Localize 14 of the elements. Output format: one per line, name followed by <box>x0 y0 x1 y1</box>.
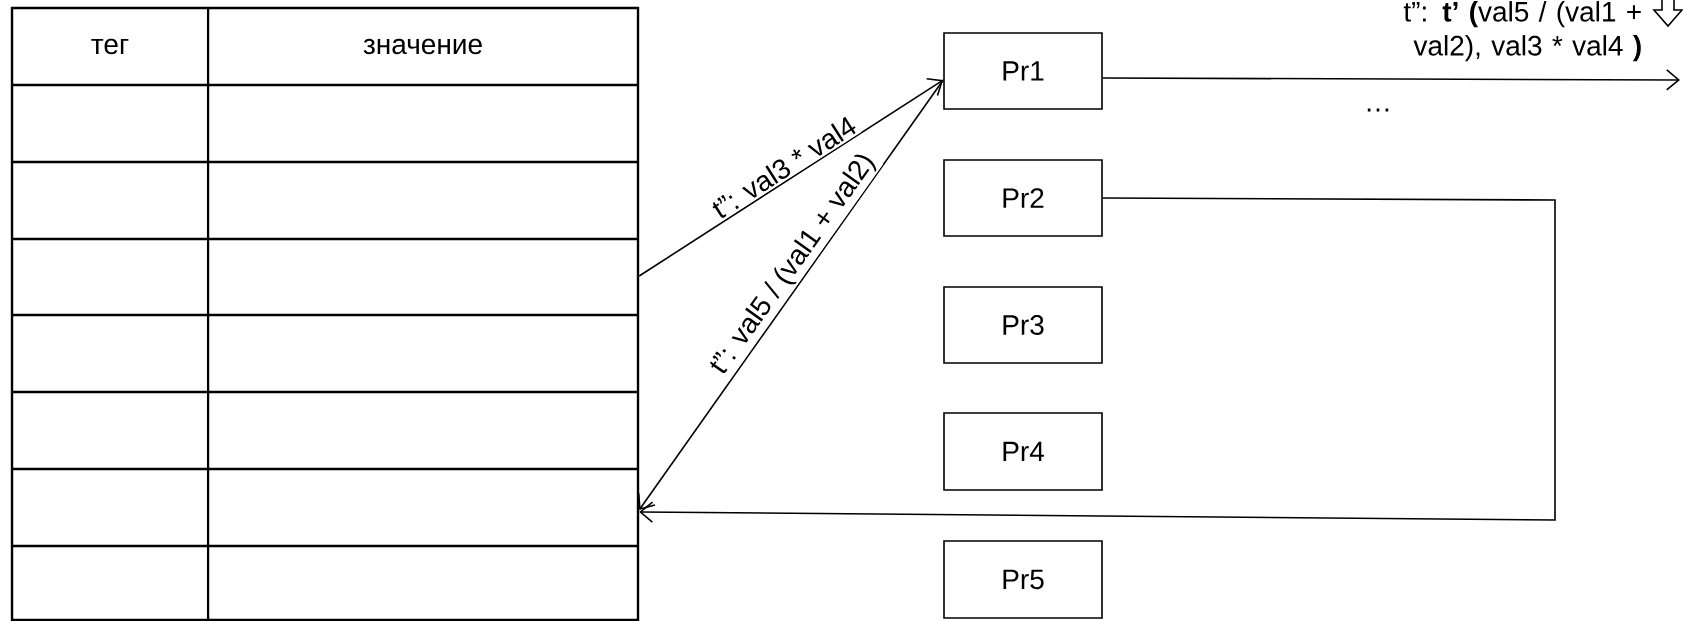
edge-label: t”: t’ (val5 / (val1 + val2), val3 * val4 ) <box>1403 1 1641 62</box>
process-box: Pr1 <box>943 32 1103 110</box>
ellipsis: … <box>1367 108 1389 112</box>
column-header: значение <box>363 38 482 55</box>
arrow <box>639 197 1556 523</box>
data-table <box>10 6 640 621</box>
process-box: Pr5 <box>943 540 1103 619</box>
arrow <box>1102 69 1680 91</box>
arrow <box>638 77 944 277</box>
process-box: Pr2 <box>943 159 1103 237</box>
column-header: тег <box>91 38 129 55</box>
process-box: Pr3 <box>943 286 1103 364</box>
process-box: Pr4 <box>943 412 1103 491</box>
arrow <box>637 79 944 510</box>
